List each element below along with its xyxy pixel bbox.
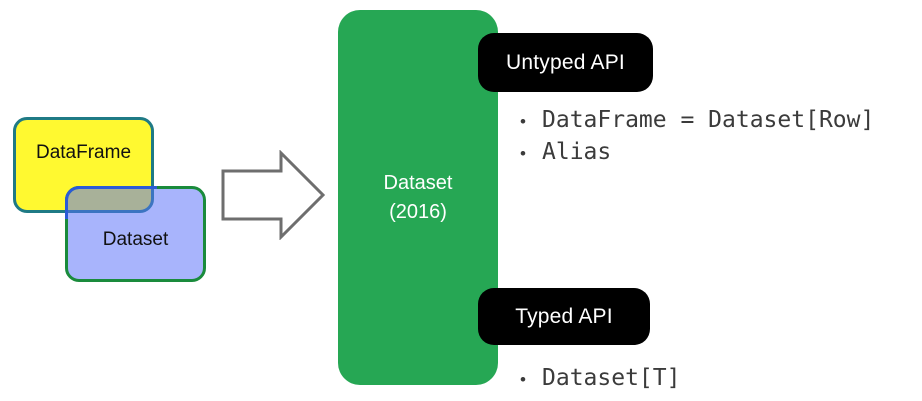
- typed-api-bullet-list: • Dataset[T]: [504, 363, 680, 395]
- bullet-point-icon: •: [520, 112, 526, 131]
- unified-dataset-panel: Dataset (2016): [338, 10, 498, 385]
- right-block-arrow-icon: [221, 150, 326, 240]
- list-item: • DataFrame = Dataset[Row]: [504, 105, 874, 137]
- list-item: • Dataset[T]: [504, 363, 680, 395]
- untyped-api-bullet-list: • DataFrame = Dataset[Row] • Alias: [504, 105, 874, 169]
- dataset-label: Dataset: [102, 229, 169, 250]
- untyped-api-label: Untyped API: [506, 50, 625, 74]
- typed-api-pill: Typed API: [478, 288, 650, 345]
- unified-dataset-title: Dataset: [383, 171, 453, 194]
- bullet-point-icon: •: [520, 370, 526, 389]
- bullet-text: Dataset[T]: [542, 365, 681, 391]
- dataset-box: Dataset: [65, 186, 206, 282]
- bullet-text: Alias: [542, 139, 612, 165]
- dataframe-label: DataFrame: [35, 142, 132, 163]
- list-item: • Alias: [504, 137, 874, 169]
- typed-api-label: Typed API: [515, 304, 613, 328]
- unified-dataset-year: (2016): [389, 200, 447, 223]
- bullet-point-icon: •: [520, 144, 526, 163]
- bullet-text: DataFrame = Dataset[Row]: [542, 107, 875, 133]
- untyped-api-pill: Untyped API: [478, 33, 653, 92]
